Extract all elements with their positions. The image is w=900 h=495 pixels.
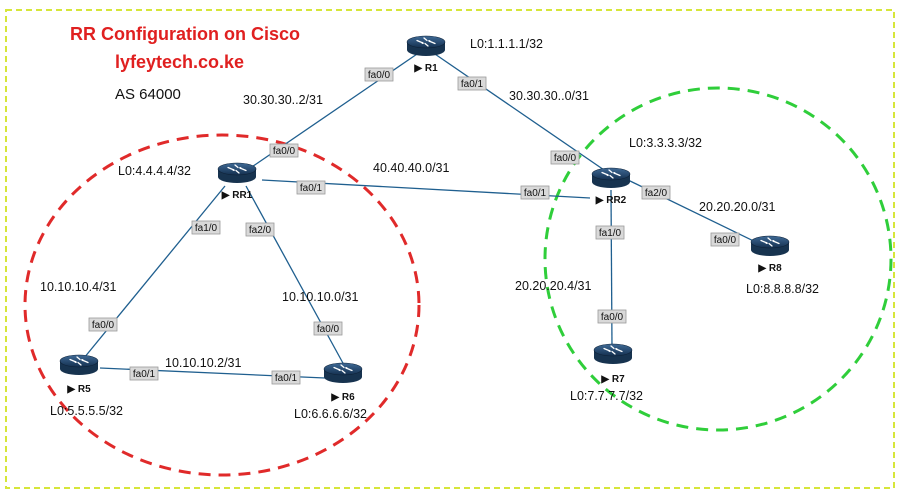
iface-r1-fa0-1: fa0/1 — [457, 76, 487, 91]
iface-r6-fa0-1: fa0/1 — [271, 370, 301, 385]
iface-rr1-fa0-0: fa0/0 — [269, 143, 299, 158]
diagram-title: RR Configuration on Cisco — [70, 24, 300, 44]
router-rr1-icon — [217, 162, 257, 184]
iface-rr1-fa0-1: fa0/1 — [296, 180, 326, 195]
iface-rr2-fa2-0: fa2/0 — [641, 185, 671, 200]
link-rr2-r7 — [610, 189, 613, 349]
link-rr1-r5 — [83, 185, 226, 359]
rr2-cluster-boundary — [543, 86, 893, 432]
loopback-r8: L0:8.8.8.8/32 — [746, 282, 819, 296]
loopback-r1: L0:1.1.1.1/32 — [470, 37, 543, 51]
loopback-r5: L0:5.5.5.5/32 — [50, 404, 123, 418]
subnet-r1-rr1: 30.30.30..2/31 — [243, 93, 323, 107]
subnet-rr1-r5: 10.10.10.4/31 — [40, 280, 117, 294]
svg-text:fa1/0: fa1/0 — [599, 228, 622, 239]
router-r8[interactable]: ▶ R8 — [750, 235, 790, 274]
subnet-r1-rr2: 30.30.30..0/31 — [509, 89, 589, 103]
svg-text:fa1/0: fa1/0 — [195, 223, 218, 234]
router-r5[interactable]: ▶ R5 — [59, 354, 99, 395]
loopback-r7: L0:7.7.7.7/32 — [570, 389, 643, 403]
loopback-r6: L0:6.6.6.6/32 — [294, 407, 367, 421]
router-r5-label: ▶ R5 — [66, 384, 91, 395]
iface-rr2-fa0-0: fa0/0 — [550, 150, 580, 165]
iface-rr1-fa1-0: fa1/0 — [191, 220, 221, 235]
router-rr2-label: ▶ RR2 — [595, 195, 627, 206]
iface-r5-fa0-0: fa0/0 — [88, 317, 118, 332]
router-rr2-icon — [591, 167, 631, 189]
svg-text:fa0/1: fa0/1 — [133, 369, 156, 380]
rr1-cluster-boundary — [23, 133, 421, 477]
svg-text:fa0/0: fa0/0 — [554, 153, 577, 164]
svg-text:fa0/1: fa0/1 — [461, 79, 484, 90]
router-r8-icon — [750, 235, 790, 257]
router-r7-label: ▶ R7 — [600, 374, 625, 385]
router-r1-label: ▶ R1 — [413, 63, 438, 74]
router-r1-icon — [406, 35, 446, 57]
subnet-rr2-r7: 20.20.20.4/31 — [515, 279, 592, 293]
iface-rr1-fa2-0: fa2/0 — [245, 222, 275, 237]
link-r1-rr2 — [431, 51, 608, 173]
router-r7-icon — [593, 343, 633, 365]
loopback-rr1: L0:4.4.4.4/32 — [118, 164, 191, 178]
link-r1-rr1 — [242, 51, 421, 174]
subnet-rr1-r6: 10.10.10.0/31 — [282, 290, 359, 304]
svg-text:fa2/0: fa2/0 — [249, 225, 272, 236]
iface-rr2-fa1-0: fa1/0 — [595, 225, 625, 240]
svg-text:fa2/0: fa2/0 — [645, 188, 668, 199]
svg-text:fa0/0: fa0/0 — [601, 312, 624, 323]
diagram-subtitle: lyfeytech.co.ke — [115, 52, 244, 72]
iface-r5-fa0-1: fa0/1 — [129, 366, 159, 381]
svg-text:fa0/1: fa0/1 — [524, 188, 547, 199]
router-r5-icon — [59, 354, 99, 376]
svg-text:fa0/1: fa0/1 — [300, 183, 323, 194]
router-r8-label: ▶ R8 — [757, 263, 782, 274]
iface-r8-fa0-0: fa0/0 — [710, 232, 740, 247]
router-r7[interactable]: ▶ R7 — [593, 343, 633, 385]
router-r6-icon — [323, 362, 363, 384]
link-rr1-r6 — [245, 185, 345, 366]
router-rr2[interactable]: ▶ RR2 — [591, 167, 631, 206]
router-r6-label: ▶ R6 — [330, 392, 355, 403]
as-boundary-frame — [5, 9, 895, 489]
svg-text:fa0/0: fa0/0 — [317, 324, 340, 335]
router-rr1-label: ▶ RR1 — [221, 190, 253, 201]
as-number-label: AS 64000 — [115, 86, 181, 103]
svg-text:fa0/0: fa0/0 — [714, 235, 737, 246]
iface-r6-fa0-0: fa0/0 — [313, 321, 343, 336]
svg-text:fa0/1: fa0/1 — [275, 373, 298, 384]
router-r1[interactable]: ▶ R1 — [406, 35, 446, 74]
subnet-r5-r6: 10.10.10.2/31 — [165, 356, 242, 370]
loopback-rr2: L0:3.3.3.3/32 — [629, 136, 702, 150]
iface-r7-fa0-0: fa0/0 — [597, 309, 627, 324]
router-rr1[interactable]: ▶ RR1 — [217, 162, 257, 201]
iface-rr2-fa0-1: fa0/1 — [520, 185, 550, 200]
svg-text:fa0/0: fa0/0 — [273, 146, 296, 157]
router-r6[interactable]: ▶ R6 — [323, 362, 363, 403]
subnet-rr2-r8: 20.20.20.0/31 — [699, 200, 776, 214]
svg-text:fa0/0: fa0/0 — [368, 70, 391, 81]
svg-text:fa0/0: fa0/0 — [92, 320, 115, 331]
iface-r1-fa0-0: fa0/0 — [364, 67, 394, 82]
subnet-rr1-rr2: 40.40.40.0/31 — [373, 161, 450, 175]
